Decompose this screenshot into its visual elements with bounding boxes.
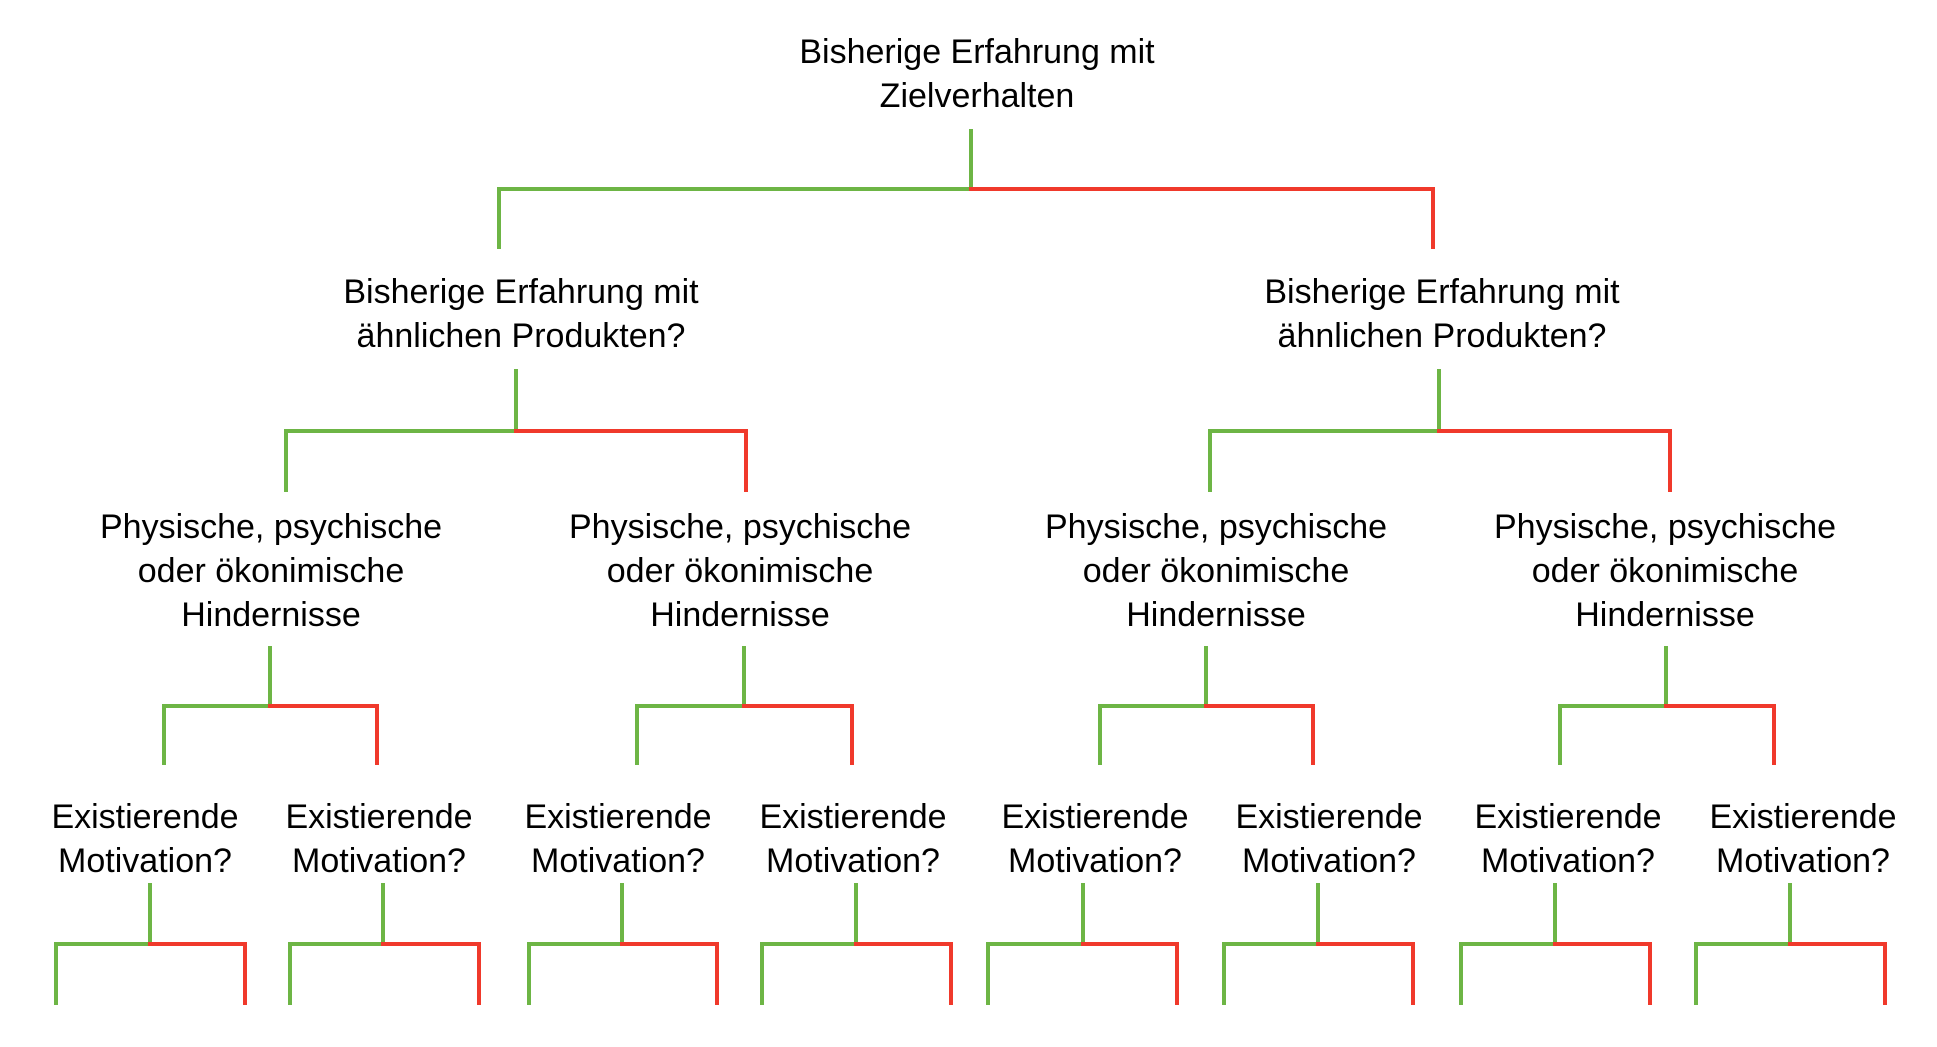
level3-node-2: Existierende Motivation? — [285, 795, 472, 883]
level2-node-line-3: Hindernisse — [650, 596, 830, 634]
level3-node-line-2: Motivation? — [1008, 842, 1182, 880]
level2-node-line-3: Hindernisse — [1126, 596, 1306, 634]
level3-node-line-1: Existierende — [1235, 798, 1423, 836]
level2-node-line-1: Physische, psychische — [568, 508, 912, 546]
level1-node-right: Bisherige Erfahrung mit ähnlichen Produk… — [1264, 270, 1619, 358]
level2-node-line-2: oder ökonimische — [137, 552, 405, 590]
level3-node-line-2: Motivation? — [766, 842, 940, 880]
level3-node-7: Existierende Motivation? — [1474, 795, 1661, 883]
level3-node-line-2: Motivation? — [58, 842, 232, 880]
level2-node-line-1: Physische, psychische — [1493, 508, 1837, 546]
level1-node-line-2: ähnlichen Produkten? — [356, 317, 686, 355]
level1-node-line-1: Bisherige Erfahrung mit — [343, 273, 699, 311]
level3-node-line-2: Motivation? — [1242, 842, 1416, 880]
root-node-line-1: Bisherige Erfahrung mit — [799, 33, 1155, 71]
level3-node-1: Existierende Motivation? — [51, 795, 238, 883]
level2-node-2: Physische, psychische oder ökonimische H… — [569, 505, 911, 637]
level3-node-5: Existierende Motivation? — [1001, 795, 1188, 883]
level3-node-line-2: Motivation? — [1481, 842, 1655, 880]
level3-node-line-1: Existierende — [1474, 798, 1662, 836]
level2-node-line-1: Physische, psychische — [1044, 508, 1388, 546]
level3-node-6: Existierende Motivation? — [1235, 795, 1422, 883]
level2-node-line-3: Hindernisse — [181, 596, 361, 634]
level2-node-line-3: Hindernisse — [1575, 596, 1755, 634]
level2-node-4: Physische, psychische oder ökonimische H… — [1494, 505, 1836, 637]
level3-node-line-1: Existierende — [759, 798, 947, 836]
level2-node-3: Physische, psychische oder ökonimische H… — [1045, 505, 1387, 637]
level3-node-8: Existierende Motivation? — [1709, 795, 1896, 883]
level2-node-1: Physische, psychische oder ökonimische H… — [100, 505, 442, 637]
level2-node-line-1: Physische, psychische — [99, 508, 443, 546]
level3-node-line-2: Motivation? — [1716, 842, 1890, 880]
level1-node-line-1: Bisherige Erfahrung mit — [1264, 273, 1620, 311]
level3-node-line-2: Motivation? — [531, 842, 705, 880]
level1-node-left: Bisherige Erfahrung mit ähnlichen Produk… — [343, 270, 698, 358]
level2-node-line-2: oder ökonimische — [1531, 552, 1799, 590]
level3-node-line-1: Existierende — [1709, 798, 1897, 836]
level3-node-line-2: Motivation? — [292, 842, 466, 880]
level1-node-line-2: ähnlichen Produkten? — [1277, 317, 1607, 355]
level3-node-line-1: Existierende — [51, 798, 239, 836]
level3-node-line-1: Existierende — [285, 798, 473, 836]
root-node-label: Bisherige Erfahrung mit Zielverhalten — [799, 30, 1154, 118]
level3-node-line-1: Existierende — [524, 798, 712, 836]
level3-node-4: Existierende Motivation? — [759, 795, 946, 883]
level3-node-line-1: Existierende — [1001, 798, 1189, 836]
level2-node-line-2: oder ökonimische — [606, 552, 874, 590]
level3-node-3: Existierende Motivation? — [524, 795, 711, 883]
level2-node-line-2: oder ökonimische — [1082, 552, 1350, 590]
root-node-line-2: Zielverhalten — [879, 77, 1075, 115]
